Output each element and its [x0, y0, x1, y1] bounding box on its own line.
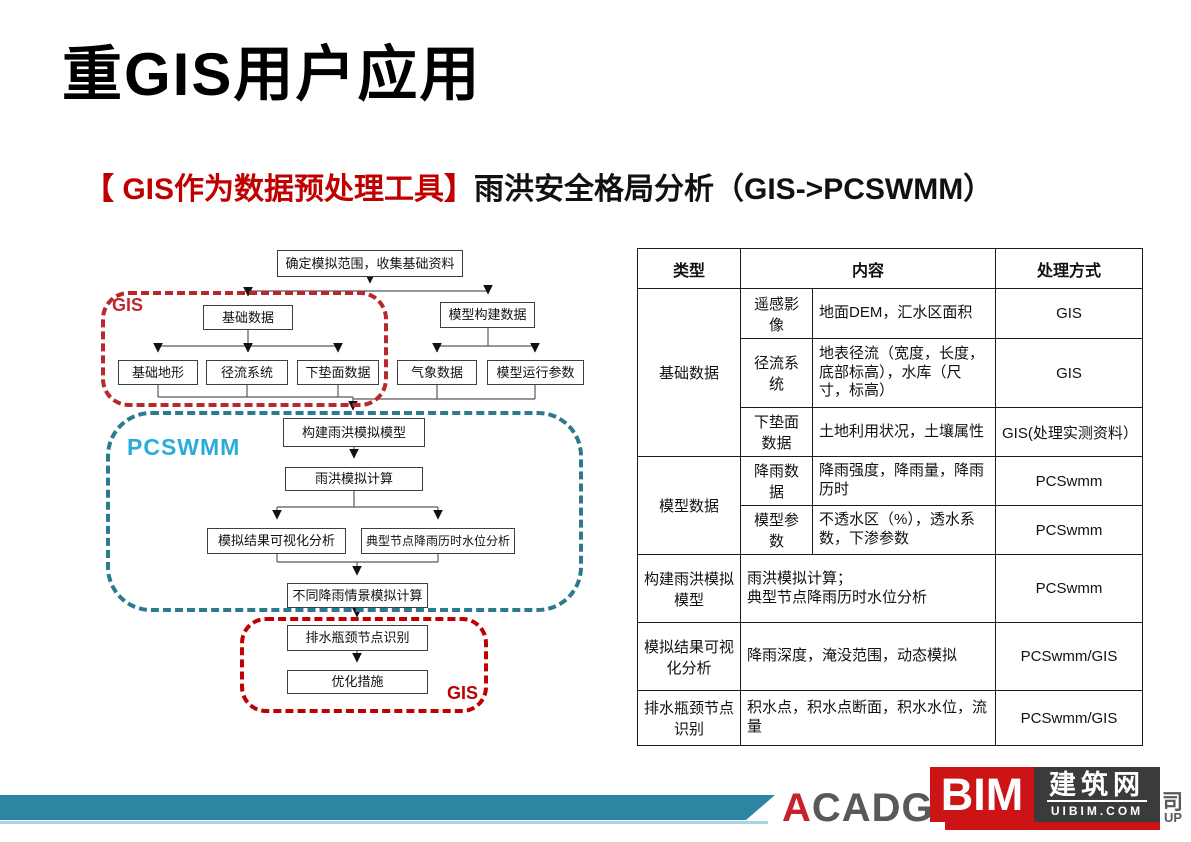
company-name-fragment: 司: [1162, 791, 1183, 814]
cell-content-visual: 降雨深度，淹没范围，动态模拟: [739, 622, 997, 691]
data-processing-table: 类型 内容 处理方式 基础数据 遥感影像 地面DEM，汇水区面积 GIS 径流系…: [637, 248, 1144, 746]
cell-content-runoff: 地表径流（宽度，长度，底部标高），水库（尺寸，标高）: [811, 338, 997, 408]
node-weather-data: 气象数据: [397, 360, 477, 385]
footer-accent-line: [0, 821, 768, 824]
gis-top-label: GIS: [112, 295, 144, 315]
node-base-terrain: 基础地形: [118, 360, 198, 385]
cadg-logo-text: CADG: [811, 786, 934, 830]
table-row: 模拟结果可视化分析 降雨深度，淹没范围，动态模拟 PCSwmm/GIS: [637, 622, 1144, 691]
col-header-type: 类型: [637, 248, 741, 289]
cell-sub-underlying: 下垫面数据: [740, 407, 813, 457]
cell-content-sim: 雨洪模拟计算； 典型节点降雨历时水位分析: [739, 554, 997, 623]
table-row: 径流系统 地表径流（宽度，长度，底部标高），水库（尺寸，标高） GIS: [638, 338, 1144, 408]
cadg-logo: ACADG: [782, 786, 934, 831]
node-model-run-params: 模型运行参数: [487, 360, 584, 385]
cell-proc-pcswmm-3: PCSwmm: [995, 554, 1144, 623]
group-text-fragment: UP: [1164, 810, 1183, 825]
cell-sub-runoff: 径流系统: [740, 338, 813, 408]
node-base-data: 基础数据: [203, 305, 293, 330]
cell-proc-pcswmm-gis-1: PCSwmm/GIS: [995, 622, 1144, 691]
pcswmm-group-frame: [106, 411, 583, 612]
bim-watermark-url: UIBIM.COM: [1050, 804, 1144, 819]
cell-proc-gis-3: GIS(处理实测资料）: [995, 407, 1144, 457]
table-row: 构建雨洪模拟模型 雨洪模拟计算； 典型节点降雨历时水位分析 PCSwmm: [637, 554, 1144, 623]
node-start: 确定模拟范围，收集基础资料: [277, 250, 463, 277]
table-header-row: 类型 内容 处理方式: [637, 248, 1144, 289]
cell-type-bottleneck: 排水瓶颈节点识别: [637, 690, 741, 746]
subtitle-highlight: 【 GIS作为数据预处理工具】: [84, 173, 475, 206]
bim-watermark-site-box: 建筑网 UIBIM.COM: [1034, 767, 1160, 822]
subtitle-rest: 雨洪安全格局分析（GIS->PCSWMM）: [474, 173, 994, 206]
footer-bar: [0, 795, 775, 820]
cell-type-visual: 模拟结果可视化分析: [637, 622, 741, 691]
node-sim-result-visual: 模拟结果可视化分析: [207, 528, 346, 554]
col-header-content: 内容: [739, 248, 997, 289]
col-header-processing: 处理方式: [995, 248, 1144, 289]
cell-proc-gis-2: GIS: [995, 338, 1144, 408]
table-row: 排水瓶颈节点识别 积水点，积水点断面，积水水位，流量 PCSwmm/GIS: [637, 690, 1144, 746]
gis-top-group-frame: [101, 291, 388, 407]
cell-content-dem: 地面DEM，汇水区面积: [811, 288, 997, 339]
cell-content-params: 不透水区（%），透水系数，下渗参数: [811, 505, 997, 555]
node-diff-rain-scenario: 不同降雨情景模拟计算: [287, 583, 428, 608]
node-underlying-surface: 下垫面数据: [297, 360, 379, 385]
node-flood-sim-calc: 雨洪模拟计算: [285, 467, 423, 491]
bim-watermark-site: 建筑网: [1047, 770, 1147, 803]
subtitle: 【 GIS作为数据预处理工具】雨洪安全格局分析（GIS->PCSWMM）: [84, 164, 993, 208]
node-drainage-bottleneck: 排水瓶颈节点识别: [287, 625, 428, 651]
table-row: 模型数据 降雨数据 降雨强度，降雨量，降雨历时 PCSwmm: [637, 456, 1144, 555]
cell-type-base-data: 基础数据: [637, 288, 741, 457]
pcswmm-label: PCSWMM: [127, 434, 241, 460]
node-build-flood-model: 构建雨洪模拟模型: [283, 418, 425, 447]
cell-type-build-model: 构建雨洪模拟模型: [637, 554, 741, 623]
table-row: 基础数据 遥感影像 地面DEM，汇水区面积 GIS: [637, 288, 1144, 457]
table-row: 下垫面数据 土地利用状况，土壤属性 GIS(处理实测资料）: [638, 407, 1144, 457]
cell-sub-rain-data: 降雨数据: [740, 456, 813, 506]
page-title: 重GIS用户应用: [62, 41, 482, 108]
bim-watermark-badge: BIM: [930, 767, 1034, 822]
cell-proc-pcswmm-gis-2: PCSwmm/GIS: [995, 690, 1144, 746]
node-runoff-system: 径流系统: [206, 360, 288, 385]
cell-sub-model-params: 模型参数: [740, 505, 813, 555]
cell-proc-pcswmm-2: PCSwmm: [995, 505, 1144, 555]
cell-type-model-data: 模型数据: [637, 456, 741, 555]
cell-content-rain: 降雨强度，降雨量，降雨历时: [811, 456, 997, 506]
cell-sub-remote-sensing: 遥感影像: [740, 288, 813, 339]
gis-bottom-label: GIS: [447, 683, 479, 703]
cell-content-landuse: 土地利用状况，土壤属性: [811, 407, 997, 457]
node-optimization: 优化措施: [287, 670, 428, 694]
cell-content-bottleneck: 积水点，积水点断面，积水水位，流量: [739, 690, 997, 746]
cadg-logo-mark: A: [782, 786, 812, 830]
cell-proc-pcswmm-1: PCSwmm: [995, 456, 1144, 506]
watermark-red-strip: [945, 822, 1160, 830]
cell-proc-gis-1: GIS: [995, 288, 1144, 339]
gis-bottom-group-frame: [240, 617, 488, 713]
node-model-build-data: 模型构建数据: [440, 302, 535, 328]
node-typical-node-analysis: 典型节点降雨历时水位分析: [361, 528, 515, 554]
